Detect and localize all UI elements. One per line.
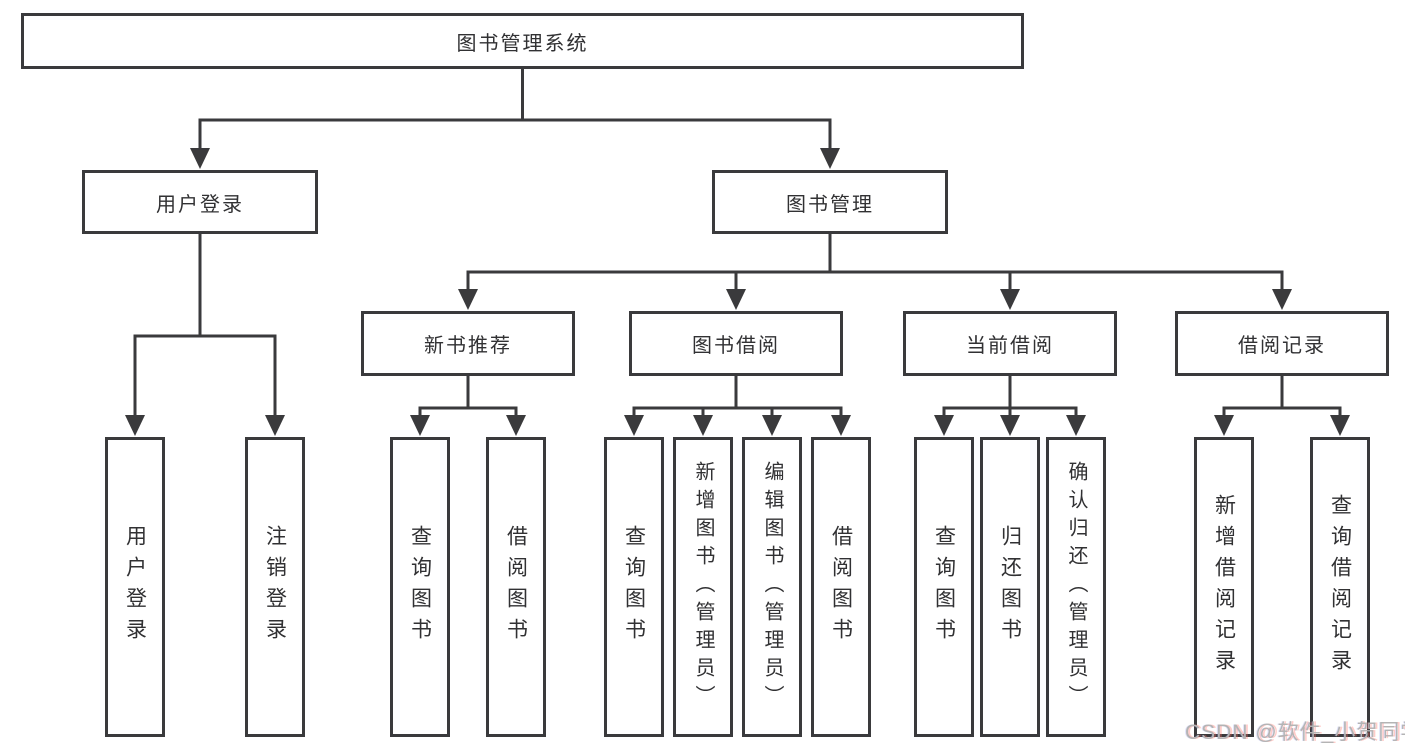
node-current-borrowing: 当前借阅 bbox=[903, 311, 1117, 376]
csdn-watermark: CSDN @软件_小贺同学 bbox=[1185, 721, 1405, 744]
leaf-query-books-current: 查询图书 bbox=[914, 437, 974, 737]
connector-bookborrow-to-leaves bbox=[632, 376, 843, 419]
arrowhead bbox=[125, 415, 145, 436]
node-user-login: 用户登录 bbox=[82, 170, 318, 234]
connector-root-to-level2 bbox=[198, 68, 832, 153]
leaf-query-books-borrow: 查询图书 bbox=[604, 437, 664, 737]
leaf-borrow-books-newbook: 借阅图书 bbox=[486, 437, 546, 737]
leaf-query-borrow-record: 查询借阅记录 bbox=[1310, 437, 1370, 737]
arrowhead bbox=[458, 289, 478, 310]
leaf-return-books: 归还图书 bbox=[980, 437, 1040, 737]
leaf-edit-books-admin: 编辑图书（管理员） bbox=[742, 437, 802, 737]
arrowhead bbox=[762, 415, 782, 436]
node-book-management: 图书管理 bbox=[712, 170, 948, 234]
leaf-borrow-books-borrow: 借阅图书 bbox=[811, 437, 871, 737]
connector-newbook-to-leaves bbox=[418, 376, 518, 419]
leaf-user-login: 用户登录 bbox=[105, 437, 165, 737]
arrowhead bbox=[693, 415, 713, 436]
arrowhead bbox=[265, 415, 285, 436]
leaf-logout: 注销登录 bbox=[245, 437, 305, 737]
leaf-add-borrow-record: 新增借阅记录 bbox=[1194, 437, 1254, 737]
arrowhead bbox=[934, 415, 954, 436]
arrowhead bbox=[1066, 415, 1086, 436]
arrowhead bbox=[624, 415, 644, 436]
arrowhead bbox=[410, 415, 430, 436]
node-book-borrowing: 图书借阅 bbox=[629, 311, 843, 376]
node-borrowing-records: 借阅记录 bbox=[1175, 311, 1389, 376]
arrowhead bbox=[1000, 289, 1020, 310]
connector-bookmgmt-to-level3 bbox=[466, 234, 1284, 292]
arrowhead bbox=[820, 148, 840, 169]
arrowhead bbox=[726, 289, 746, 310]
connector-currentborrow-to-leaves bbox=[942, 376, 1078, 419]
leaf-add-books-admin: 新增图书（管理员） bbox=[673, 437, 733, 737]
arrowhead bbox=[506, 415, 526, 436]
arrowhead bbox=[1000, 415, 1020, 436]
connector-userlogin-to-leaves bbox=[133, 234, 277, 419]
arrowhead bbox=[190, 148, 210, 169]
leaf-query-books-newbook: 查询图书 bbox=[390, 437, 450, 737]
node-library-system: 图书管理系统 bbox=[21, 13, 1024, 69]
leaf-confirm-return-admin: 确认归还（管理员） bbox=[1046, 437, 1106, 737]
connector-borrowrecords-to-leaves bbox=[1222, 376, 1342, 419]
arrowhead bbox=[1330, 415, 1350, 436]
arrowhead bbox=[1272, 289, 1292, 310]
arrowhead bbox=[831, 415, 851, 436]
arrowhead bbox=[1214, 415, 1234, 436]
node-new-book-recommendation: 新书推荐 bbox=[361, 311, 575, 376]
